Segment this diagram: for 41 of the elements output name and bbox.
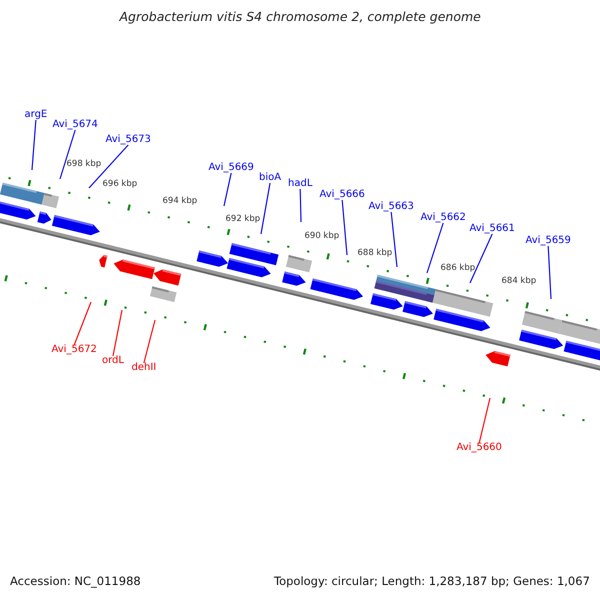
scale-label: 686 kbp [440, 264, 476, 272]
gene-label: Avi_5661 [470, 224, 515, 234]
gene-label: Avi_5672 [52, 345, 97, 355]
gene-label: Avi_5659 [526, 236, 571, 246]
gene-label: bioA [259, 173, 282, 183]
accession-text: Accession: NC_011988 [10, 576, 141, 588]
leader-line [74, 302, 92, 346]
gene-label: Avi_5660 [456, 443, 502, 453]
gene-label: Avi_5666 [320, 190, 365, 200]
genome-info-text: Topology: circular; Length: 1,283,187 bp; Genes: 1,067 [274, 576, 590, 588]
scale-label: 692 kbp [226, 215, 260, 224]
leader-line [390, 212, 398, 268]
leader-line [88, 144, 129, 188]
leader-line [426, 222, 444, 274]
gene-label: Avi_5669 [208, 163, 254, 173]
scale-label: 698 kbp [66, 160, 102, 168]
leader-line [548, 246, 552, 300]
diagram-title: Agrobacterium vitis S4 chromosome 2, complete genome [120, 11, 481, 24]
gene-label: dehII [132, 363, 156, 373]
leader-line [470, 234, 493, 284]
scale-label: 696 kbp [102, 180, 138, 188]
leader-line [31, 120, 36, 170]
gene-label: ordL [102, 356, 124, 366]
leader-line [300, 188, 302, 222]
scale-label: 684 kbp [502, 277, 536, 286]
leader-line [342, 200, 348, 256]
scale-label: 690 kbp [304, 232, 340, 240]
gene-label: Avi_5662 [420, 213, 466, 223]
gene-label: hadL [288, 179, 312, 189]
leader-line [143, 320, 156, 364]
scale-label: 694 kbp [162, 197, 198, 206]
leader-line [260, 182, 271, 234]
scale-label: 688 kbp [358, 249, 392, 258]
gene-label: Avi_5674 [52, 120, 98, 130]
leader-line [59, 130, 76, 180]
leader-line [478, 398, 491, 444]
leader-line [223, 172, 232, 206]
gene-label: argE [24, 110, 48, 120]
gene-label: Avi_5673 [106, 135, 151, 145]
leader-line [112, 310, 123, 356]
gene-label: Avi_5663 [368, 202, 414, 212]
